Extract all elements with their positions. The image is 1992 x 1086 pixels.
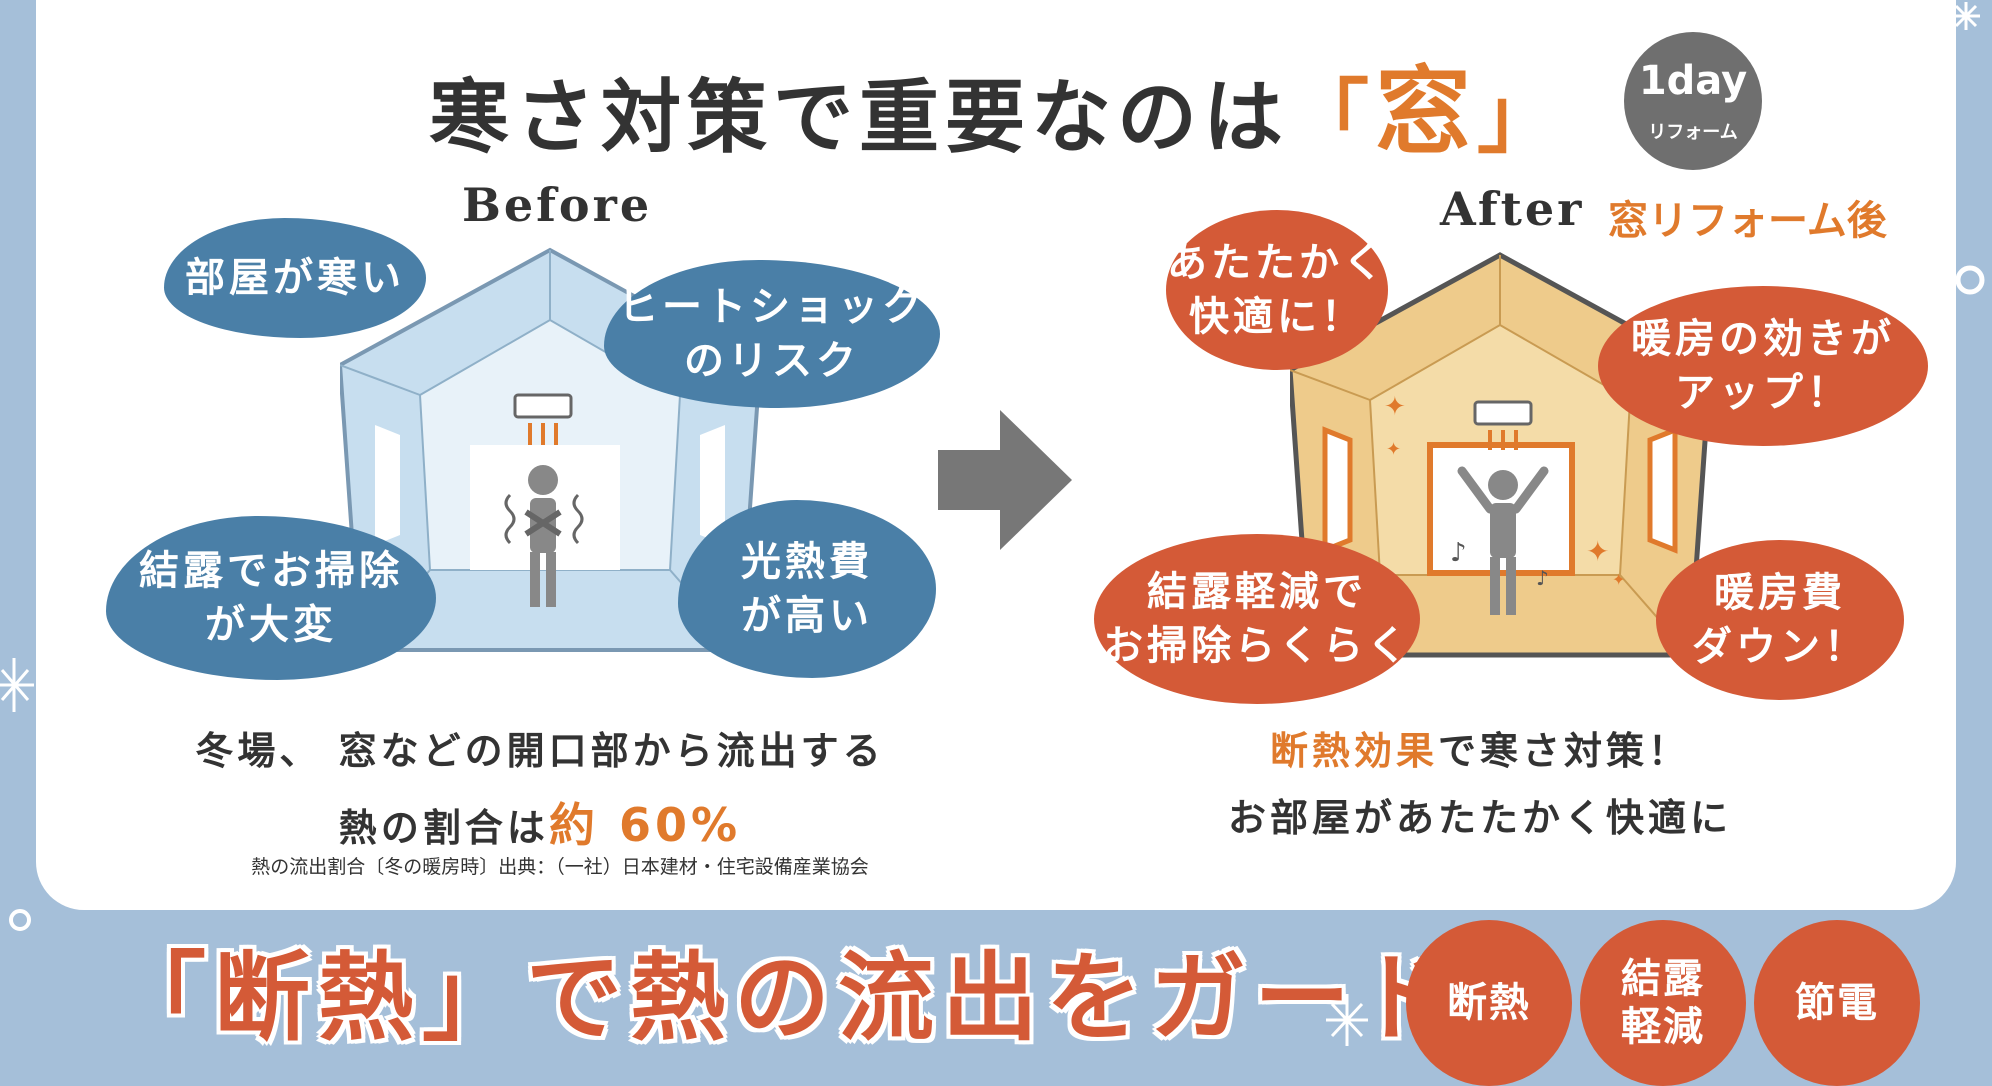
feature-insulation: 断熱 bbox=[1406, 920, 1572, 1086]
after-bubble-warm-comfort: あたたかく 快適に！ bbox=[1166, 210, 1388, 370]
feature-less-condensation: 結露 軽減 bbox=[1580, 920, 1746, 1086]
circle-decoration-icon bbox=[1955, 265, 1985, 295]
after-caption-highlight: 断熱効果 bbox=[1269, 729, 1438, 773]
before-caption: 冬場、 窓などの開口部から流出する 熱の割合は約 60% bbox=[130, 718, 950, 865]
title-highlight: 窓 bbox=[1375, 56, 1477, 168]
one-day-reform-badge: 1day リフォーム bbox=[1624, 32, 1762, 170]
badge-line2: リフォーム bbox=[1648, 122, 1738, 143]
before-caption-line1: 冬場、 窓などの開口部から流出する bbox=[195, 729, 885, 773]
feature-power-saving: 節電 bbox=[1754, 920, 1920, 1086]
right-arrow-icon bbox=[938, 410, 1072, 550]
svg-text:✦: ✦ bbox=[1612, 570, 1625, 589]
svg-text:♪: ♪ bbox=[1536, 566, 1549, 590]
snowflake-icon bbox=[1326, 994, 1368, 1046]
after-bubble-less-condensation: 結露軽減で お掃除らくらく bbox=[1094, 534, 1420, 704]
after-bubble-heating-cost-down: 暖房費 ダウン！ bbox=[1656, 540, 1904, 700]
headline-bracket-close: 」 bbox=[422, 942, 526, 1054]
headline-bracket-open: 「 bbox=[110, 942, 214, 1054]
before-bubble-heat-shock: ヒートショック のリスク bbox=[604, 260, 940, 408]
page-title: 寒さ対策で重要なのは「窓」 bbox=[0, 34, 1992, 173]
before-bubble-cold-room: 部屋が寒い bbox=[164, 218, 426, 338]
badge-line1: 1day bbox=[1638, 58, 1748, 104]
before-bubble-high-utility: 光熱費 が高い bbox=[678, 500, 936, 678]
before-house-illustration bbox=[340, 247, 760, 652]
before-caption-line2: 熱の割合は約 60% bbox=[130, 785, 950, 866]
bottom-headline: 「断熱」で熱の流出をガード! bbox=[110, 920, 1514, 1059]
after-caption-line1: 断熱効果で寒さ対策！ bbox=[1220, 718, 1740, 785]
svg-text:✦: ✦ bbox=[1386, 439, 1401, 460]
headline-highlight: 断熱 bbox=[214, 942, 422, 1054]
source-note: 熱の流出割合〔冬の暖房時〕出典：（一社）日本建材・住宅設備産業協会 bbox=[251, 856, 869, 878]
headline-rest: で熱の流出をガード! bbox=[526, 942, 1514, 1054]
circle-decoration-icon bbox=[9, 909, 31, 931]
before-bubble-condensation: 結露でお掃除 が大変 bbox=[106, 516, 436, 680]
after-caption: 断熱効果で寒さ対策！ お部屋があたたかく快適に bbox=[1220, 718, 1740, 851]
after-caption-line1-suffix: で寒さ対策！ bbox=[1438, 729, 1691, 773]
after-bubble-heating-efficiency: 暖房の効きが アップ！ bbox=[1598, 286, 1928, 446]
title-bracket-close: 」 bbox=[1477, 71, 1563, 164]
title-prefix: 寒さ対策で重要なのは bbox=[429, 71, 1289, 164]
after-label: After bbox=[1440, 182, 1585, 236]
svg-text:✦: ✦ bbox=[1586, 535, 1609, 568]
snowflake-icon bbox=[0, 658, 34, 712]
title-bracket-open: 「 bbox=[1289, 71, 1375, 164]
after-sublabel: 窓リフォーム後 bbox=[1608, 198, 1887, 244]
snowflake-icon bbox=[1952, 2, 1980, 30]
before-caption-line2-prefix: 熱の割合は bbox=[338, 805, 549, 850]
svg-text:♪: ♪ bbox=[1450, 538, 1467, 568]
before-label: Before bbox=[462, 178, 653, 232]
after-caption-line2: お部屋があたたかく快適に bbox=[1227, 795, 1732, 840]
before-caption-highlight: 約 60% bbox=[548, 797, 742, 852]
svg-text:✦: ✦ bbox=[1384, 392, 1406, 422]
